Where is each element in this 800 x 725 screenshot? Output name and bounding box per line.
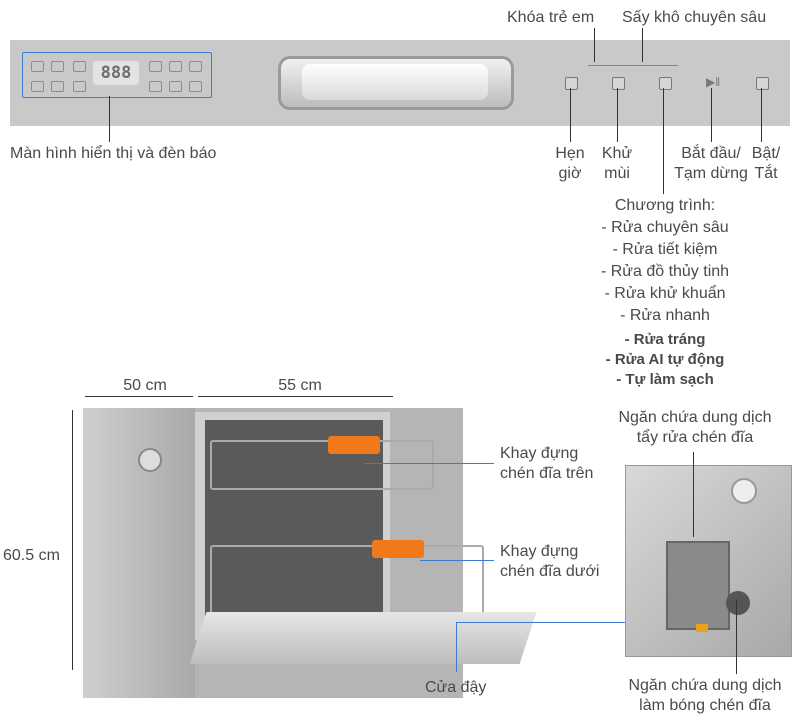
deodorize-label-line1: Khử	[601, 145, 633, 162]
rinse-aid-label: Ngăn chứa dung dịch làm bóng chén đĩa	[612, 676, 798, 716]
dimension-line	[198, 396, 393, 397]
digital-display: 888	[93, 61, 139, 85]
detergent-dispenser	[666, 541, 730, 630]
timer-label-line1: Hẹn	[555, 145, 585, 162]
panel-handle-inner	[302, 64, 488, 100]
lower-rack-label-line1: Khay đựng	[500, 543, 579, 560]
indicator-icon	[51, 61, 64, 72]
timer-button[interactable]	[565, 77, 578, 90]
dishwasher-interior	[205, 420, 383, 630]
width-side-label: 50 cm	[123, 377, 167, 394]
leader-line	[364, 463, 494, 464]
program-button[interactable]	[659, 77, 672, 90]
detergent-label-line1: Ngăn chứa dung dịch	[618, 409, 772, 426]
sun-icon	[169, 61, 182, 72]
rinse-cap	[731, 478, 757, 504]
timer-label-line2: giờ	[558, 165, 582, 182]
child-lock-label: Khóa trẻ em	[507, 9, 595, 26]
rinse-label-line2: làm bóng chén đĩa	[639, 697, 771, 714]
panel-divider	[588, 65, 678, 66]
power-button[interactable]	[756, 77, 769, 90]
dishwasher-door	[189, 612, 537, 664]
leader-line	[420, 560, 494, 561]
program-item: - Rửa khử khuẩn	[604, 285, 726, 302]
display-area: 888	[22, 52, 212, 98]
indicator-icon	[189, 61, 202, 72]
rack-tag	[328, 436, 380, 454]
detergent-label: Ngăn chứa dung dịch tẩy rửa chén đĩa	[600, 408, 790, 448]
dishwasher-side	[83, 408, 195, 698]
indicator-icon	[73, 81, 86, 92]
display-label: Màn hình hiển thị và đèn báo	[10, 145, 217, 162]
program-item: - Rửa tiết kiệm	[612, 241, 718, 258]
leader-line	[761, 88, 762, 142]
timer-label: Hẹn giờ	[548, 144, 592, 184]
dimension-line	[72, 410, 73, 670]
control-panel: 888 ▶‖	[10, 40, 790, 126]
leader-line	[736, 600, 737, 674]
logo-badge	[138, 448, 162, 472]
leader-line	[570, 88, 571, 142]
leader-line	[594, 28, 595, 62]
program-item: - Rửa nhanh	[620, 307, 710, 324]
indicator-icon	[149, 81, 162, 92]
height-label: 60.5 cm	[3, 547, 60, 564]
leader-line	[711, 88, 712, 142]
upper-rack-label: Khay đựng chén đĩa trên	[500, 444, 593, 484]
leader-line	[693, 452, 694, 537]
leader-line	[456, 622, 626, 623]
indicator-icon	[31, 61, 44, 72]
upper-rack-label-line1: Khay đựng	[500, 445, 579, 462]
deodorize-label: Khử mùi	[595, 144, 639, 184]
dimension-line	[85, 396, 193, 397]
leader-line	[456, 622, 457, 672]
indicator-icon	[31, 81, 44, 92]
lower-rack-label: Khay đựng chén đĩa dưới	[500, 542, 599, 582]
upper-rack-label-line2: chén đĩa trên	[500, 465, 594, 482]
indicator-icon	[73, 61, 86, 72]
upper-rack	[210, 440, 434, 490]
rack-tag	[372, 540, 424, 558]
rinse-dispenser	[726, 591, 750, 615]
program-item: - Rửa AI tự động	[605, 351, 725, 368]
leader-line	[663, 88, 664, 194]
start-pause-label: Bắt đầu/ Tạm dừng	[666, 144, 756, 184]
indicator-icon	[51, 81, 64, 92]
lock-icon	[189, 81, 202, 92]
start-label-line2: Tạm dừng	[674, 165, 748, 182]
start-label-line1: Bắt đầu/	[681, 145, 741, 162]
program-item: - Tự làm sạch	[616, 371, 714, 388]
program-item: - Rửa chuyên sâu	[601, 219, 729, 236]
deodorize-label-line2: mùi	[604, 165, 630, 182]
deep-dry-label: Sấy khô chuyên sâu	[622, 9, 767, 26]
width-front-label: 55 cm	[278, 377, 322, 394]
power-label-line1: Bật/	[751, 145, 781, 162]
rinse-label-line1: Ngăn chứa dung dịch	[628, 677, 782, 694]
play-pause-icon[interactable]: ▶‖	[706, 75, 721, 89]
power-label-line2: Tắt	[754, 165, 778, 182]
program-item: - Rửa đồ thủy tinh	[600, 263, 730, 280]
leader-line	[617, 88, 618, 142]
programs-title: Chương trình:	[614, 197, 716, 214]
leader-line	[642, 28, 643, 62]
lower-rack-label-line2: chén đĩa dưới	[500, 563, 600, 580]
program-item: - Rửa tráng	[624, 331, 706, 348]
power-label: Bật/ Tắt	[746, 144, 786, 184]
detergent-label-line2: tẩy rửa chén đĩa	[636, 429, 754, 446]
indicator-icon	[149, 61, 162, 72]
lower-rack	[210, 545, 484, 619]
indicator-icon	[169, 81, 182, 92]
detergent-compartment-photo	[625, 465, 792, 657]
latch-tab	[696, 624, 708, 632]
deodorize-button[interactable]	[612, 77, 625, 90]
door-label: Cửa đậy	[425, 679, 487, 696]
leader-line	[109, 96, 110, 142]
